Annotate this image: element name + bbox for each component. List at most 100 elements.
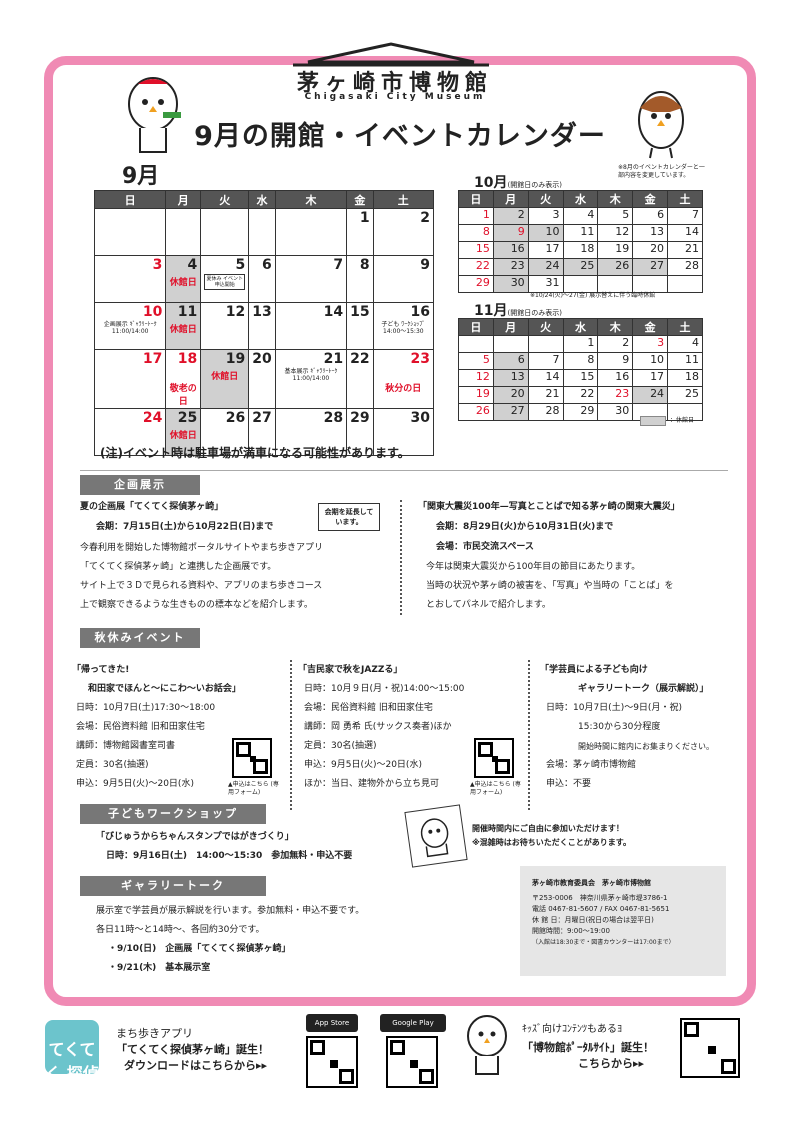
weekday-mon: 月 <box>492 318 529 336</box>
mascot-right-sparrow-icon <box>638 91 684 159</box>
googleplay-qr-icon[interactable] <box>386 1036 438 1088</box>
weekday-fri: 金 <box>632 190 669 208</box>
weekday-mon: 月 <box>492 190 529 208</box>
event3-line: 申込：不要 <box>546 779 592 789</box>
weekday-wed: 水 <box>248 190 276 209</box>
weekday-wed: 水 <box>562 190 599 208</box>
day-cell: 27 <box>248 408 276 456</box>
closed-label: 休館日 <box>169 278 197 288</box>
museum-name-en: Chigasaki City Museum <box>304 92 486 102</box>
appstore-qr-icon[interactable] <box>306 1036 358 1088</box>
weekday-fri: 金 <box>632 318 669 336</box>
day-cell: 14 <box>274 302 348 350</box>
info-address: 〒253-0006 神奈川県茅ヶ崎市堤3786-1 <box>532 894 668 902</box>
exhibit-right-venue: 会場：市民交流スペース <box>436 542 534 552</box>
qr-code-icon[interactable] <box>474 738 514 778</box>
day-cell: 12 <box>200 302 250 350</box>
closed-label: 休館日 <box>211 372 239 382</box>
october-month: 10月 <box>474 175 508 191</box>
october-label: 10月(開館日のみ表示) <box>474 172 562 192</box>
day-cell: 29 <box>346 408 374 456</box>
weekday-sun: 日 <box>458 190 494 208</box>
event1-title: 「帰ってきた! <box>72 665 130 675</box>
app-download-link[interactable]: ダウンロードはこちらから▸▸ <box>124 1059 268 1072</box>
event1-line: 申込：9月5日(火)～20日(水) <box>76 779 194 789</box>
divider-vertical <box>400 500 402 615</box>
closed-label: 休館日 <box>169 325 197 335</box>
october-sub: (開館日のみ表示) <box>507 181 562 189</box>
exhibit-right-line: 当時の状況や茅ヶ崎の被害を、「写真」や当時の「ことば」を <box>426 581 674 591</box>
event2-line: 日時：10月９日(月・祝)14:00～15:00 <box>304 684 465 694</box>
workshop-note1: 開催時間内にご自由に参加いただけます！ <box>472 824 624 833</box>
event3-line: 会場：茅ヶ崎市博物館 <box>546 760 637 770</box>
museum-name: 茅ヶ崎市博物館 <box>296 71 493 96</box>
day16-event: 子ども ﾜｰｸｼｮｯﾌﾟ 14:00～15:30 <box>381 321 426 335</box>
weekday-thu: 木 <box>597 318 634 336</box>
autumn-heading: 秋休みイベント <box>80 628 200 648</box>
legend-text: ：休館日 <box>670 417 695 424</box>
gallery-line: 各日11時～と14時～、各回約30分です。 <box>96 925 265 935</box>
weekday-sun: 日 <box>93 190 167 209</box>
googleplay-badge[interactable]: Google Play <box>380 1014 446 1032</box>
october-note-top: ※8月のイベントカレンダーと一部内容を変更しています。 <box>618 164 705 179</box>
day-cell: 6 <box>248 255 276 303</box>
weekday-sun: 日 <box>458 318 494 336</box>
event3-line: 開始時間に館内にお集まりください。 <box>578 742 714 751</box>
event1-line: 会場：民俗資料館 旧和田家住宅 <box>76 722 205 732</box>
event2-line: 講師：岡 勇希 氏(サックス奏者)ほか <box>304 722 452 732</box>
day-cell: 22 <box>346 349 374 409</box>
exhibit-left-line: サイト上で３Ｄで見られる資料や、アプリのまち歩きコース <box>80 581 323 591</box>
extended-notice: 会期を延長しています。 <box>318 503 380 531</box>
day-cell: 1 <box>346 208 374 256</box>
exhibit-right-period: 会期：8月29日(火)から10月31日(火)まで <box>436 522 614 532</box>
day-cell: 24 <box>93 408 167 456</box>
qr-caption: ▲申込はこちら (専用フォーム) <box>470 781 521 796</box>
gallery-line: 展示室で学芸員が展示解説を行います。参加無料・申込不要です。 <box>96 906 365 916</box>
mascot-left-icon <box>128 77 181 153</box>
exhibit-left-period: 会期：7月15日(土)から10月22日(日)まで <box>96 522 274 532</box>
info-hours: 開館時間：9:00～19:00 <box>532 927 610 935</box>
tekuteku-app-icon[interactable]: てくてく 探偵 <box>45 1020 99 1083</box>
weekday-sat: 土 <box>667 190 703 208</box>
exhibit-right-line: 今年は関東大震災から100年目の節目にあたります。 <box>426 562 641 572</box>
day-cell: 9 <box>372 255 435 303</box>
contact-info-box: 茅ヶ崎市教育委員会 茅ヶ崎市博物館 〒253-0006 神奈川県茅ヶ崎市堤378… <box>520 866 726 976</box>
gallery-item: ・9/21(木) 基本展示室 <box>108 963 211 973</box>
portal-site-link[interactable]: こちらから▸▸ <box>578 1057 645 1070</box>
weekday-wed: 水 <box>562 318 599 336</box>
exhibit-left-title: 夏の企画展「てくてく探偵茅ヶ崎」 <box>80 502 224 512</box>
mascot-footer-icon <box>467 1015 507 1075</box>
divider-vertical <box>528 660 530 810</box>
exhibit-left-line: 今春利用を開始した博物館ポータルサイトやまち歩きアプリ <box>80 543 324 553</box>
summer-event-label: 夏休み イベント 申込開始 <box>204 274 246 290</box>
page-title: 9月の開館・イベントカレンダー <box>194 121 606 152</box>
day-cell: 28 <box>274 408 348 456</box>
september-label: 9月 <box>122 164 160 189</box>
qr-code-icon[interactable] <box>232 738 272 778</box>
event2-line: ほか：当日、建物外から立ち見可 <box>304 779 440 789</box>
exhibit-right-line: とおしてパネルで紹介します。 <box>426 600 551 610</box>
weekday-thu: 木 <box>274 190 348 209</box>
day-cell: 15 <box>346 302 374 350</box>
event3-line: 日時：10月7日(土)～9日(月・祝) <box>546 703 682 713</box>
info-org: 茅ヶ崎市教育委員会 茅ヶ崎市博物館 <box>532 879 651 887</box>
event3-line: 15:30から30分程度 <box>578 722 661 732</box>
legend-swatch <box>640 416 666 426</box>
weekday-fri: 金 <box>346 190 374 209</box>
portal-qr-icon[interactable] <box>680 1018 740 1078</box>
weekday-sat: 土 <box>372 190 435 209</box>
appstore-badge[interactable]: App Store <box>306 1014 358 1032</box>
day-cell: 8 <box>346 255 374 303</box>
day-cell: 17 <box>93 349 167 409</box>
november-label: 11月(開館日のみ表示) <box>474 300 562 320</box>
event3-title: 「学芸員による子ども向け <box>540 665 648 675</box>
info-hours-note: （入館は18:30まで・図書カウンターは17:00まで） <box>532 939 675 946</box>
october-note-bottom: ※10/24(火)～27(金) 展示替えに伴う臨時休館 <box>530 292 656 299</box>
